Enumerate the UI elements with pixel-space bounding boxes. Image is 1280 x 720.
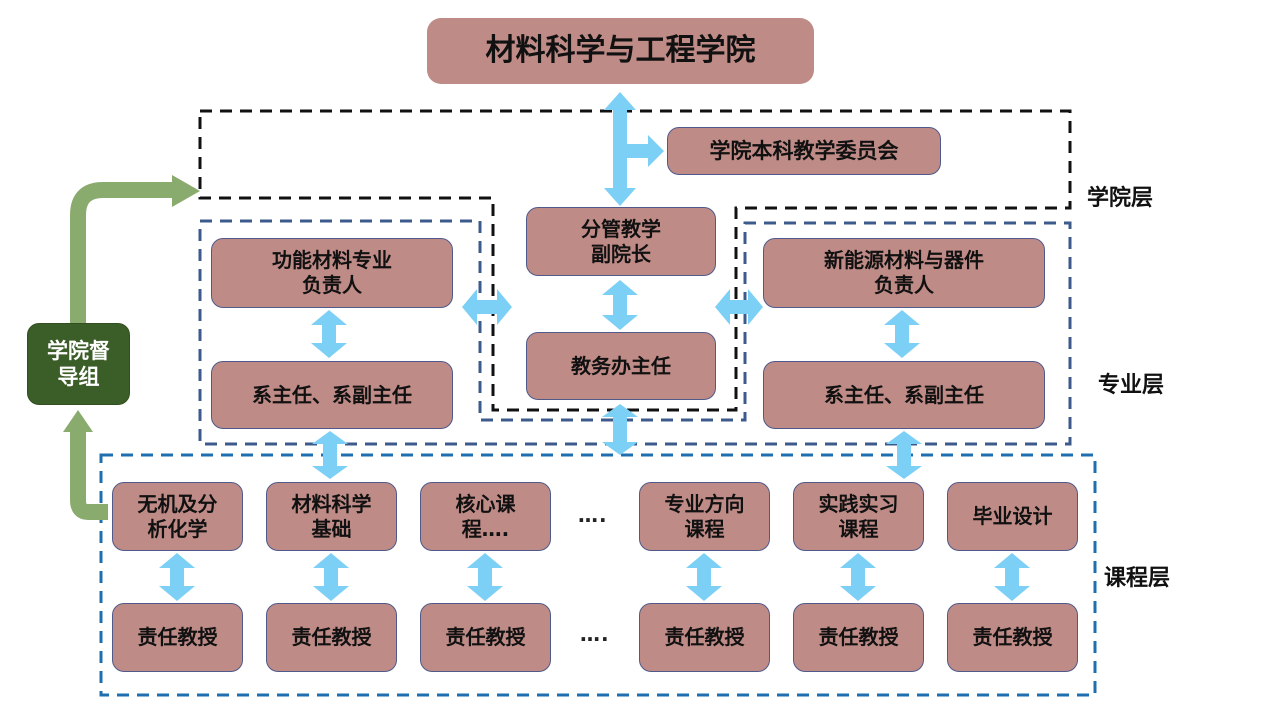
office-director-box: 教务办主任: [526, 332, 716, 400]
owner-box-0: 责任教授: [112, 603, 243, 672]
vicedean-office-arrow: [602, 280, 638, 330]
course-box-2: 核心课 程….: [420, 482, 551, 551]
left-major-head-box: 功能材料专业 负责人: [211, 238, 453, 308]
course-box-4: 实践实习 课程: [793, 482, 924, 551]
owner-box-1: 责任教授: [266, 603, 397, 672]
vice-dean-box: 分管教学 副院长: [526, 207, 716, 276]
course-owner-arrow-2: [467, 553, 503, 601]
right-major-head-box: 新能源材料与器件 负责人: [763, 238, 1045, 308]
blue-arrows: [159, 92, 1030, 601]
course-box-0: 无机及分 析化学: [112, 482, 243, 551]
left-dept-course-arrow: [312, 431, 348, 479]
course-owner-arrow-5: [994, 553, 1030, 601]
left-head-vicedean-arrow: [462, 289, 512, 325]
green-arrowhead-up: [63, 410, 93, 432]
major-layer-outline: [198, 219, 1072, 446]
right-head-dept-arrow: [884, 310, 920, 358]
course-box-1: 材料科学 基础: [266, 482, 397, 551]
course-box-5: 毕业设计: [947, 482, 1078, 551]
supervision-box: 学院督 导组: [27, 323, 130, 405]
college-layer-outline: [198, 109, 1072, 412]
course-box-3: 专业方向 课程: [639, 482, 770, 551]
college-title: 材料科学与工程学院: [485, 33, 756, 69]
right-dept-course-arrow: [886, 431, 922, 479]
course-layer-outline: [99, 453, 1097, 697]
course-owner-arrow-3: [686, 553, 722, 601]
right-dept-box: 系主任、系副主任: [763, 361, 1045, 429]
course-owner-arrow-4: [840, 553, 876, 601]
title-vicedean-arrow: [604, 92, 636, 206]
course-owner-arrow-0: [159, 553, 195, 601]
owner-ellipsis: ….: [580, 622, 610, 646]
owner-box-3: 责任教授: [639, 603, 770, 672]
green-arrow-up: [70, 430, 108, 520]
committee-branch-arrow: [627, 135, 664, 167]
owner-box-4: 责任教授: [793, 603, 924, 672]
left-head-dept-arrow: [311, 310, 347, 358]
green-arrowhead-right: [172, 175, 200, 207]
course-ellipsis: ….: [578, 503, 608, 527]
course-owner-arrow-1: [313, 553, 349, 601]
owner-box-2: 责任教授: [420, 603, 551, 672]
course-layer-label: 课程层: [1104, 566, 1171, 591]
college-layer-label: 学院层: [1087, 186, 1154, 211]
office-course-arrow: [602, 404, 638, 455]
vicedean-right-head-arrow: [715, 289, 763, 325]
left-dept-box: 系主任、系副主任: [211, 361, 453, 429]
green-arrow-up-right: [70, 182, 175, 325]
committee-box: 学院本科教学委员会: [667, 127, 941, 175]
college-title-box: 材料科学与工程学院: [427, 18, 814, 84]
major-layer-label: 专业层: [1098, 373, 1165, 398]
owner-box-5: 责任教授: [947, 603, 1078, 672]
